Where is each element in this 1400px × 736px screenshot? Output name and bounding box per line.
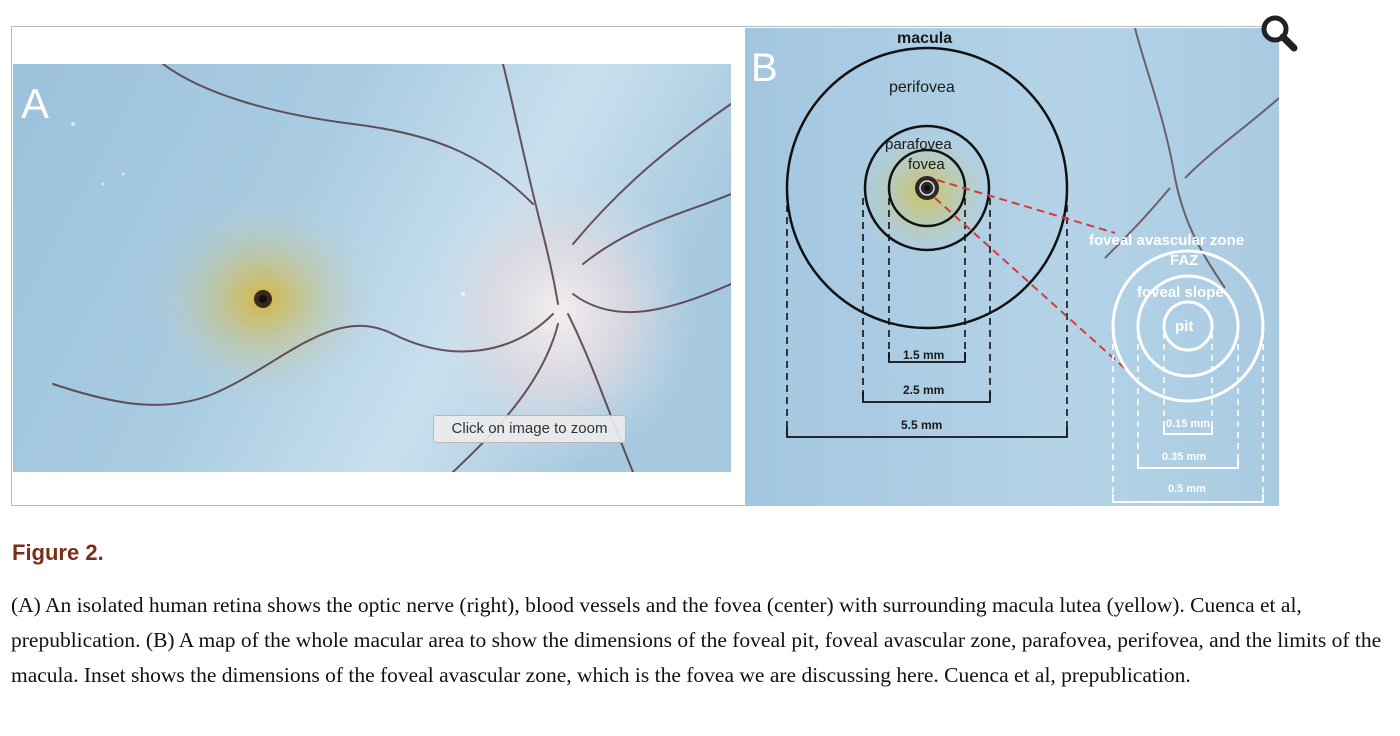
label-faz: FAZ	[1170, 252, 1199, 269]
panel-b-letter: B	[751, 46, 778, 90]
label-perifovea: perifovea	[889, 79, 955, 96]
dimension-5-5mm: 5.5 mm	[901, 418, 943, 432]
label-foveal-avascular-zone: foveal avascular zone	[1089, 232, 1245, 249]
dimension-0-5mm: 0.5 mm	[1168, 483, 1206, 495]
dimension-1-5mm: 1.5 mm	[903, 348, 945, 362]
dimension-0-35mm: 0.35 mm	[1162, 451, 1207, 463]
dimension-2-5mm: 2.5 mm	[903, 383, 945, 397]
search-icon[interactable]	[1258, 12, 1302, 56]
figure-panel-a[interactable]: A	[13, 64, 731, 472]
label-foveal-slope: foveal slope	[1137, 284, 1224, 301]
label-parafovea: parafovea	[885, 136, 952, 153]
dimension-0-15mm: 0.15 mm	[1166, 418, 1211, 430]
label-fovea: fovea	[908, 156, 945, 173]
panel-a-letter: A	[21, 80, 50, 127]
figure-caption: (A) An isolated human retina shows the o…	[11, 593, 1382, 687]
label-macula: macula	[897, 30, 953, 47]
zoom-hint-button[interactable]: Click on image to zoom	[433, 415, 626, 443]
retina-photo[interactable]	[13, 64, 731, 472]
figure-title: Figure 2.	[12, 540, 104, 565]
label-pit: pit	[1175, 318, 1194, 335]
figure-panel-b[interactable]: B macula perifovea parafovea fovea 1.5 m…	[745, 28, 1279, 506]
macula-map-diagram[interactable]	[745, 28, 1279, 506]
